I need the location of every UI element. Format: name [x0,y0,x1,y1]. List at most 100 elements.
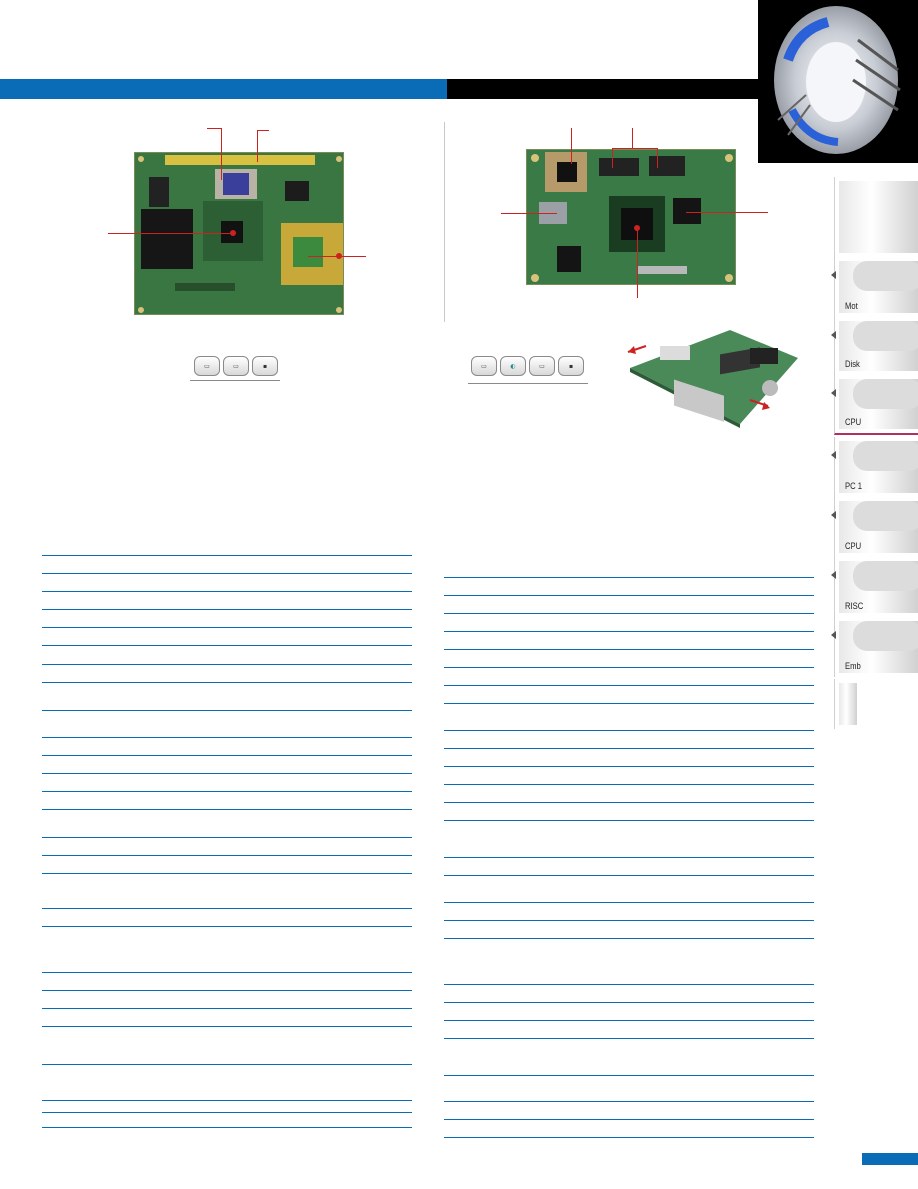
table-rule [444,984,814,985]
page-number-tab [862,1153,918,1165]
audio-port-icon: ▪ [252,356,278,376]
usb-port-icon: ▭ [194,356,220,376]
table-rule [42,627,412,628]
table-rule [42,1064,412,1065]
table-rule [42,1100,412,1101]
table-rule [42,710,412,711]
callout-line [657,148,658,168]
table-rule [444,1002,814,1003]
header-bar-black [447,79,758,99]
table-rule [42,1127,412,1128]
chevron-left-icon [831,331,836,339]
chevron-left-icon [831,389,836,397]
usb-port-icon: ▭ [471,356,497,376]
table-rule [444,1101,814,1102]
callout-dot [336,253,342,259]
table-rule [42,591,412,592]
table-rule [42,737,412,738]
callout-line [108,233,233,234]
side-tab-label: CPU [845,541,862,551]
table-rule [444,730,814,731]
side-tab-2[interactable]: Disk [831,317,918,375]
table-rule [444,820,814,821]
chevron-left-icon [831,451,836,459]
callout-line [686,212,768,213]
callout-line [501,213,557,214]
table-rule [444,685,814,686]
callout-line [207,128,221,129]
side-tab-7[interactable]: Emb [831,617,918,677]
table-rule [42,1112,412,1113]
table-rule [42,664,412,665]
table-rule [444,857,814,858]
table-rule [444,875,814,876]
table-rule [42,645,412,646]
table-rule [42,773,412,774]
table-rule [42,873,412,874]
side-tab-3[interactable]: CPU [831,375,918,435]
table-rule [42,755,412,756]
table-rule [42,972,412,973]
table-rule [42,990,412,991]
left-port-icons: ▭ ▭ ▪ [194,356,278,376]
chevron-left-icon [831,271,836,279]
lan-port-icon: ▭ [529,356,555,376]
table-rule [444,902,814,903]
right-port-icons: ▭ ◐ ▭ ▪ [471,356,584,376]
callout-line [637,228,638,298]
side-tab-blank-bottom[interactable] [834,679,857,729]
table-rule [444,766,814,767]
side-tab-label: Mot [845,301,858,311]
callout-line [632,128,633,148]
table-rule [444,802,814,803]
callout-dot [634,225,640,231]
corner-fan-image [758,0,918,163]
table-rule [42,791,412,792]
left-icons-underline [190,380,280,381]
callout-line [571,128,572,164]
callout-line [257,130,269,131]
table-rule [42,682,412,683]
column-divider [444,122,445,322]
table-rule [444,920,814,921]
callout-dot [230,230,236,236]
side-tab-label: RISC [845,601,864,611]
table-rule [42,809,412,810]
side-tab-1[interactable]: Mot [831,257,918,317]
table-rule [42,1026,412,1027]
table-rule [444,703,814,704]
table-rule [42,926,412,927]
table-rule [444,631,814,632]
header-bar-blue [0,79,447,99]
side-tab-5[interactable]: CPU [831,497,918,557]
table-rule [444,938,814,939]
table-rule [42,555,412,556]
table-rule [444,1020,814,1021]
vga-port-icon: ◐ [500,356,526,376]
side-tab-label: Emb [845,661,861,671]
side-tab-blank-top[interactable] [834,177,918,257]
chevron-left-icon [831,511,836,519]
table-rule [444,595,814,596]
table-rule [42,855,412,856]
table-rule [444,748,814,749]
table-rule [444,577,814,578]
callout-line [221,128,222,180]
table-rule [444,613,814,614]
side-tab-label: CPU [845,417,862,427]
table-rule [444,649,814,650]
side-tab-4[interactable]: PC 1 [831,437,918,497]
table-rule [444,1075,814,1076]
callout-line [257,130,258,162]
table-rule [42,837,412,838]
side-tab-6[interactable]: RISC [831,557,918,617]
table-rule [444,784,814,785]
table-rule [42,609,412,610]
callout-line [612,148,613,168]
callout-line [612,148,658,149]
table-rule [42,573,412,574]
chevron-left-icon [831,571,836,579]
side-tab-label: Disk [845,359,860,369]
table-rule [444,667,814,668]
table-rule [444,1038,814,1039]
